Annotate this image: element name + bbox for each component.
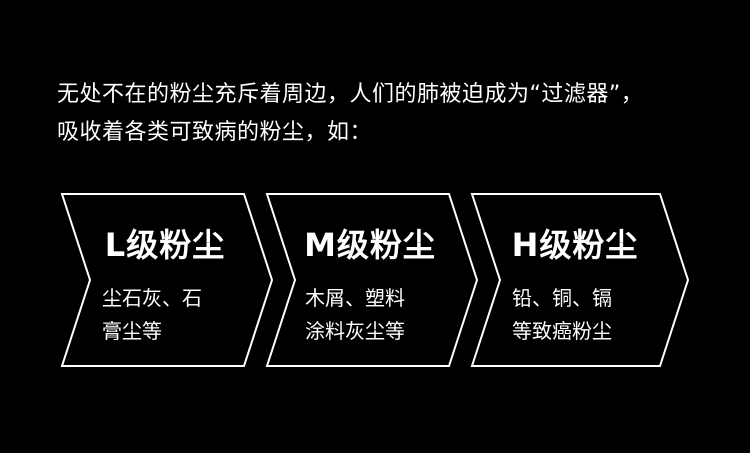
chevron-outline-m xyxy=(265,193,479,367)
dust-card-h: H级粉尘 铅、铜、镉 等致癌粉尘 xyxy=(490,196,690,366)
intro-line-2: 吸收着各类可致病的粉尘，如： xyxy=(57,120,373,145)
dust-card-desc-line-2: 涂料灰尘等 xyxy=(305,319,405,343)
dust-card-title: M级粉尘 xyxy=(304,226,436,264)
dust-card-l: L级粉尘 尘石灰、石 膏尘等 xyxy=(80,196,280,366)
dust-card-desc: 木屑、塑料 涂料灰尘等 xyxy=(305,282,445,348)
dust-card-desc-line-1: 木屑、塑料 xyxy=(305,286,405,310)
dust-card-title: L级粉尘 xyxy=(104,226,226,264)
intro-text: 无处不在的粉尘充斥着周边，人们的肺被迫成为“过滤器”， 吸收着各类可致病的粉尘，… xyxy=(57,76,737,152)
dust-card-desc-line-1: 尘石灰、石 xyxy=(102,286,202,310)
intro-line-1: 无处不在的粉尘充斥着周边，人们的肺被迫成为“过滤器”， xyxy=(57,82,644,107)
dust-card-desc-line-2: 等致癌粉尘 xyxy=(512,319,612,343)
chevron-outline-h xyxy=(470,193,690,367)
chevron-outline-l xyxy=(60,193,274,367)
dust-card-m: M级粉尘 木屑、塑料 涂料灰尘等 xyxy=(285,196,485,366)
dust-card-desc: 尘石灰、石 膏尘等 xyxy=(102,282,242,348)
dust-card-title: H级粉尘 xyxy=(511,226,639,264)
dust-card-desc-line-1: 铅、铜、镉 xyxy=(512,286,612,310)
dust-card-desc-line-2: 膏尘等 xyxy=(102,319,162,343)
dust-card-desc: 铅、铜、镉 等致癌粉尘 xyxy=(512,282,652,348)
